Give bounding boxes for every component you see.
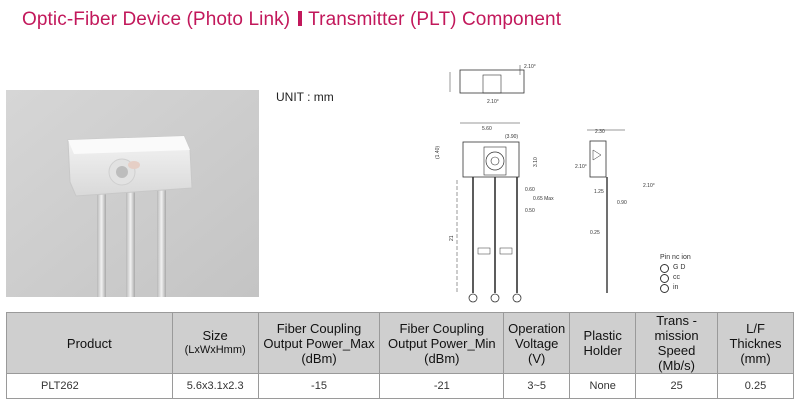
dimension-drawing: 2.10° 2.10° 5.60 (3.90) (1.40) 3.10 0.60… — [435, 64, 655, 303]
header-power-min: Fiber Coupling Output Power_Min(dBm) — [379, 312, 505, 374]
dim-top-bottom: 2.10° — [487, 99, 499, 105]
header-product: Product — [6, 312, 173, 374]
page-title: Optic-Fiber Device (Photo Link) Transmitt… — [22, 9, 561, 31]
dim-height-right: 3.10 — [533, 157, 539, 167]
header-power-max: Fiber Coupling Output Power_Max(dBm) — [257, 312, 381, 374]
table-row: PLT262 5.6x3.1x2.3 -15 -21 3~5 None 25 0… — [6, 373, 794, 399]
dim-lead-length: 21 — [449, 235, 455, 241]
cell-power-max: -15 — [257, 373, 381, 399]
pin-3: in — [660, 283, 691, 293]
dim-top-right: 2.10° — [524, 64, 536, 70]
header-voltage: Operation Voltage(V) — [503, 312, 571, 374]
pin-2: cc — [660, 273, 691, 283]
pin-circle-icon — [660, 273, 669, 283]
dim-side-width: 2.30 — [595, 129, 605, 135]
cell-size: 5.6x3.1x2.3 — [171, 373, 259, 399]
transmitter-photo-image — [6, 90, 259, 297]
cell-voltage: 3~5 — [503, 373, 571, 399]
dim-height-left: (1.40) — [435, 146, 441, 159]
header-speed: Trans - mission Speed (Mb/s) — [635, 312, 719, 374]
pin-list-title: Pin nc ion — [660, 254, 691, 261]
cell-speed: 25 — [635, 373, 719, 399]
dim-pin-max: 0.65 Max — [533, 196, 554, 202]
header-lf-thickness: L/F Thicknes(mm) — [717, 312, 794, 374]
dim-side-h2: 0.90 — [617, 200, 627, 206]
front-view: 5.60 (3.90) (1.40) 3.10 0.60 0.65 Max 0.… — [435, 122, 554, 303]
table-header-row: Product Size(LxWxHmm) Fiber Coupling Out… — [6, 312, 794, 374]
pin-function-list: Pin nc ion G D cc in — [660, 253, 691, 293]
side-view: 2.30 2.10° 2.10° 1.25 0.90 0.25 — [575, 129, 655, 293]
dim-pin-spacing: 0.60 — [525, 187, 535, 193]
dim-side-h1: 1.25 — [594, 189, 604, 195]
pin-circle-icon — [660, 283, 669, 293]
dim-side-angle-left: 2.10° — [575, 164, 587, 170]
header-holder: Plastic Holder — [569, 312, 637, 374]
title-part1: Optic-Fiber Device (Photo Link) — [22, 9, 291, 30]
dim-side-lead: 0.25 — [590, 230, 600, 236]
top-view: 2.10° 2.10° — [449, 64, 536, 105]
cell-holder: None — [569, 373, 637, 399]
cell-power-min: -21 — [379, 373, 505, 399]
dim-side-angle-right: 2.10° — [643, 183, 655, 189]
title-separator — [298, 11, 303, 26]
spec-table: Product Size(LxWxHmm) Fiber Coupling Out… — [6, 312, 794, 399]
title-part2: Transmitter (PLT) Component — [308, 9, 562, 30]
dim-pin-width: 0.50 — [525, 208, 535, 214]
dim-width: 5.60 — [482, 126, 492, 132]
cell-lf-thickness: 0.25 — [717, 373, 794, 399]
pin-1: G D — [660, 263, 691, 273]
pin-circle-icon — [660, 263, 669, 273]
cell-product: PLT262 — [6, 373, 173, 399]
product-photo — [6, 90, 259, 297]
header-size: Size(LxWxHmm) — [171, 312, 259, 374]
unit-label: UNIT : mm — [276, 90, 334, 104]
dim-lens: (3.90) — [505, 134, 518, 140]
